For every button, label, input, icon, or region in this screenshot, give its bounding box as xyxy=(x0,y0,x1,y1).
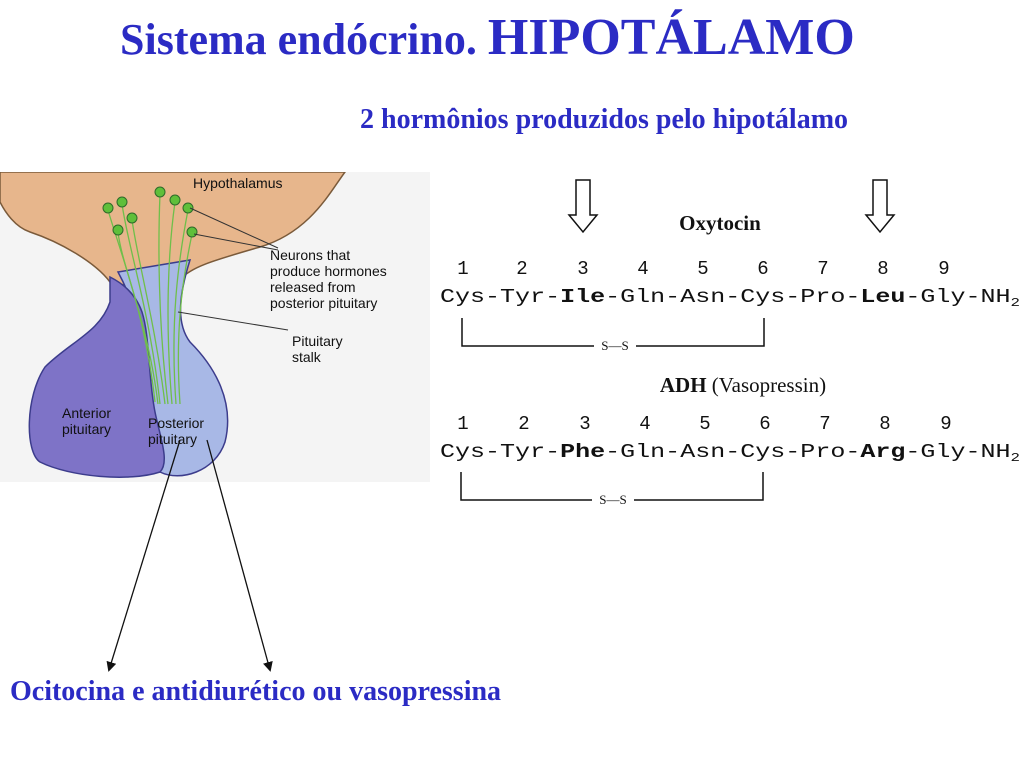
oxytocin-disulfide-label: S—S xyxy=(601,338,628,353)
position-label: 4 xyxy=(637,258,648,280)
label-pituitary-stalk: Pituitary stalk xyxy=(292,333,346,365)
adh-positions: 1 2 3 4 5 6 7 8 9 xyxy=(457,413,951,435)
position-label: 1 xyxy=(457,413,468,435)
label-posterior-pituitary: Posterior pituitary xyxy=(148,415,208,447)
neuron-icon xyxy=(182,202,194,214)
label-neurons: Neurons that produce hormones released f… xyxy=(270,247,391,311)
hormones-caption: Ocitocina e antidiurético ou vasopressin… xyxy=(10,676,502,707)
position-label: 9 xyxy=(940,413,951,435)
oxytocin-positions: 1 2 3 4 5 6 7 8 9 xyxy=(457,258,949,280)
down-arrow-icon xyxy=(864,179,896,234)
neuron-icon xyxy=(169,194,181,206)
oxytocin-disulfide-bracket xyxy=(461,318,765,347)
position-label: 9 xyxy=(938,258,949,280)
position-label: 8 xyxy=(877,258,888,280)
position-label: 2 xyxy=(518,413,529,435)
leader-lines xyxy=(177,207,289,331)
label-anterior-pituitary: Anterior pituitary xyxy=(62,405,115,437)
label-hypothalamus: Hypothalamus xyxy=(193,175,283,191)
position-label: 5 xyxy=(699,413,710,435)
neuron-icon xyxy=(112,224,124,236)
position-label: 7 xyxy=(817,258,828,280)
neuron-axons xyxy=(107,193,193,405)
release-arrow-left xyxy=(106,439,181,672)
pituitary-illustration: Hypothalamus Neurons that produce hormon… xyxy=(0,172,430,482)
position-label: 3 xyxy=(577,258,588,280)
neuron-icon xyxy=(102,202,114,214)
adh-disulfide-label: S—S xyxy=(599,492,626,507)
title-part-2: HIPOTÁLAMO xyxy=(487,9,855,66)
position-label: 2 xyxy=(516,258,527,280)
position-label: 3 xyxy=(579,413,590,435)
release-arrow-right xyxy=(206,439,273,672)
position-label: 4 xyxy=(639,413,650,435)
anterior-pituitary-shape xyxy=(28,275,166,478)
position-label: 6 xyxy=(759,413,770,435)
neuron-cell-bodies xyxy=(102,186,198,238)
adh-name: ADH (Vasopressin) xyxy=(660,373,826,397)
position-label: 8 xyxy=(879,413,890,435)
neuron-icon xyxy=(116,196,128,208)
position-label: 6 xyxy=(757,258,768,280)
position-label: 5 xyxy=(697,258,708,280)
position-label: 1 xyxy=(457,258,468,280)
oxytocin-name: Oxytocin xyxy=(679,211,761,235)
neuron-icon xyxy=(154,186,166,198)
subtitle: 2 hormônios produzidos pelo hipotálamo xyxy=(360,104,849,135)
title-part-1: Sistema endócrino. xyxy=(120,15,488,64)
neuron-icon xyxy=(126,212,138,224)
adh-disulfide-bracket xyxy=(460,472,764,501)
page-title: Sistema endócrino. HIPOTÁLAMO xyxy=(120,8,855,67)
position-label: 7 xyxy=(819,413,830,435)
down-arrow-icon xyxy=(567,179,599,234)
